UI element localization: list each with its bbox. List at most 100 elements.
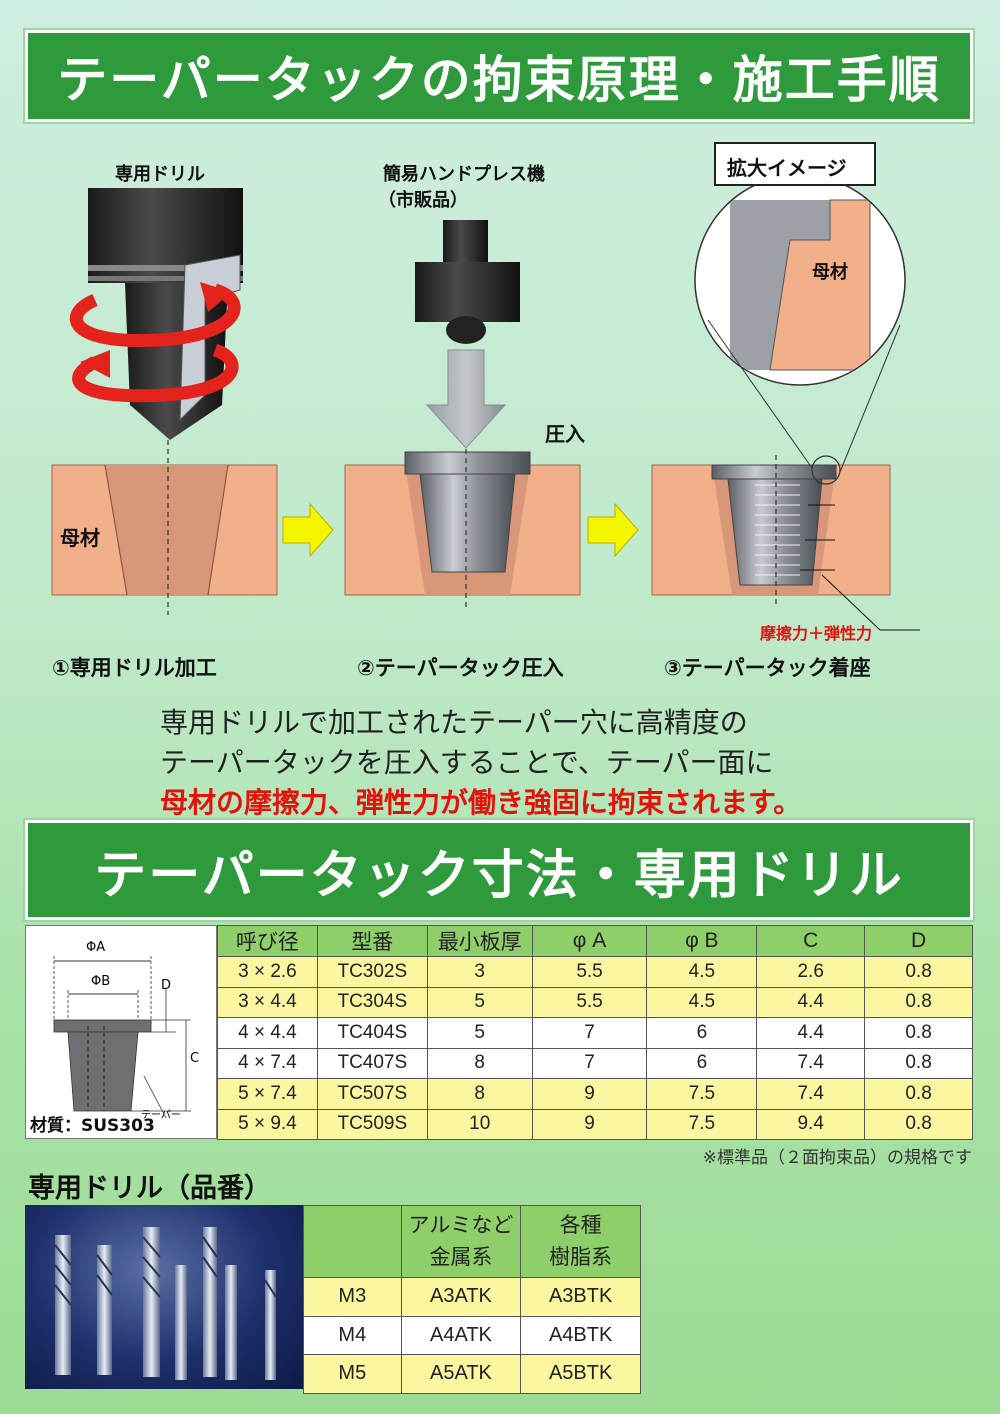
drill-photo — [25, 1205, 303, 1389]
step1-drill-illustration — [51, 188, 278, 615]
header-metal: アルミなど 金属系 — [400, 1205, 522, 1278]
table-cell: 3 × 2.6 — [217, 956, 318, 988]
table-cell: 0.8 — [864, 986, 973, 1018]
section-title-principle: テーパータックの拘束原理・施工手順 — [25, 30, 973, 122]
table-cell: TC302S — [316, 956, 428, 988]
table-cell: 4.4 — [756, 986, 866, 1018]
table-cell: 9 — [531, 1108, 648, 1140]
table-cell: 0.8 — [864, 1047, 973, 1079]
table-cell: 5 — [426, 1017, 533, 1049]
table-cell: TC304S — [316, 986, 428, 1018]
header-phi-b: φ B — [646, 925, 758, 957]
c-label: C — [190, 1051, 200, 1066]
yellow-arrow-icon — [587, 502, 639, 558]
table-cell: 5 × 7.4 — [217, 1078, 318, 1110]
force-label: 摩擦力＋弾性力 — [760, 624, 873, 643]
header-resin-line-1: 各種 — [559, 1213, 602, 1237]
step-3-label: ③テーパータック着座 — [664, 656, 871, 680]
table-cell: A3ATK — [400, 1277, 522, 1317]
table-cell: A3BTK — [520, 1277, 641, 1317]
table-cell: TC509S — [316, 1108, 428, 1140]
table-cell: 0.8 — [864, 1108, 973, 1140]
table-cell: 4.4 — [756, 1017, 866, 1049]
table-cell: M4 — [303, 1315, 402, 1356]
header-phi-a: φ A — [531, 925, 648, 957]
description-line-3: 母材の摩擦力、弾性力が働き強固に拘束されます。 — [160, 786, 802, 819]
table-cell: 5.5 — [531, 986, 648, 1018]
header-c: C — [756, 925, 866, 957]
table-cell: 4.5 — [646, 956, 758, 988]
table-cell: 3 — [426, 956, 533, 988]
table-cell: 0.8 — [864, 1017, 973, 1049]
header-resin: 各種 樹脂系 — [520, 1205, 641, 1278]
drill-bits-image — [54, 1227, 277, 1380]
description-line-1: 専用ドリルで加工されたテーパー穴に高精度の — [160, 706, 748, 739]
table-cell: 4 × 4.4 — [217, 1017, 318, 1049]
press-label: 簡易ハンドプレス機 — [383, 164, 545, 185]
table-cell: 3 × 4.4 — [217, 986, 318, 1018]
table-cell: 7.5 — [646, 1078, 758, 1110]
table-cell: 10 — [426, 1108, 533, 1140]
press-label-sub: （市販品） — [378, 190, 468, 211]
d-label: D — [161, 978, 172, 993]
principle-diagram — [51, 142, 920, 631]
table-cell: A4BTK — [520, 1315, 641, 1356]
table-cell: 0.8 — [864, 956, 973, 988]
table-cell: M5 — [303, 1354, 402, 1394]
header-metal-line-1: アルミなど — [408, 1213, 514, 1237]
table-cell: A4ATK — [400, 1315, 522, 1356]
table-cell: 9.4 — [756, 1108, 866, 1140]
table-cell: 8 — [426, 1078, 533, 1110]
drill-label: 専用ドリル — [115, 164, 205, 185]
header-nominal: 呼び径 — [217, 925, 318, 957]
table-cell: 4 × 7.4 — [217, 1047, 318, 1079]
table-cell: M3 — [303, 1277, 402, 1317]
description: 専用ドリルで加工されたテーパー穴に高精度の テーパータックを圧入することで、テー… — [160, 703, 801, 823]
tack-cross-section — [53, 956, 191, 1119]
zoom-label: 拡大イメージ — [727, 156, 847, 180]
standard-note: ※標準品（２面拘束品）の規格です — [702, 1148, 972, 1168]
phi-a-label: ΦA — [86, 940, 106, 955]
table-cell: 0.8 — [864, 1078, 973, 1110]
table-cell: 7 — [531, 1047, 648, 1079]
description-line-2: テーパータックを圧入することで、テーパー面に — [160, 746, 774, 779]
table-cell: TC507S — [316, 1078, 428, 1110]
header-metal-line-2: 金属系 — [429, 1245, 493, 1269]
header-size — [303, 1205, 402, 1278]
table-cell: 4.5 — [646, 986, 758, 1018]
material-label: 材質：SUS303 — [30, 1116, 155, 1136]
table-cell: 7.4 — [756, 1078, 866, 1110]
table-cell: 5 × 9.4 — [217, 1108, 318, 1140]
table-cell: 2.6 — [756, 956, 866, 988]
table-cell: 7.4 — [756, 1047, 866, 1079]
phi-b-label: ΦB — [91, 974, 111, 989]
step2-press-illustration — [344, 220, 581, 610]
table-cell: A5ATK — [400, 1354, 522, 1394]
zoom-base-material-label: 母材 — [812, 262, 848, 283]
table-cell: 5 — [426, 986, 533, 1018]
table-cell: 8 — [426, 1047, 533, 1079]
table-header-row: 呼び径 型番 最小板厚 φ A φ B C D — [217, 925, 973, 957]
table-cell: 7.5 — [646, 1108, 758, 1140]
step-2-label: ②テーパータック圧入 — [357, 656, 564, 680]
table-header-row: アルミなど 金属系 各種 樹脂系 — [303, 1205, 641, 1278]
step-1-label: ①専用ドリル加工 — [52, 656, 217, 680]
base-material-label: 母材 — [60, 526, 100, 550]
header-resin-line-2: 樹脂系 — [549, 1245, 613, 1269]
dimension-figure: ΦA ΦB D C テーパー 材質：SUS303 — [25, 925, 217, 1139]
drill-section-title: 専用ドリル（品番） — [28, 1173, 271, 1204]
table-cell: TC407S — [316, 1047, 428, 1079]
table-cell: 6 — [646, 1047, 758, 1079]
header-d: D — [864, 925, 973, 957]
table-cell: 7 — [531, 1017, 648, 1049]
